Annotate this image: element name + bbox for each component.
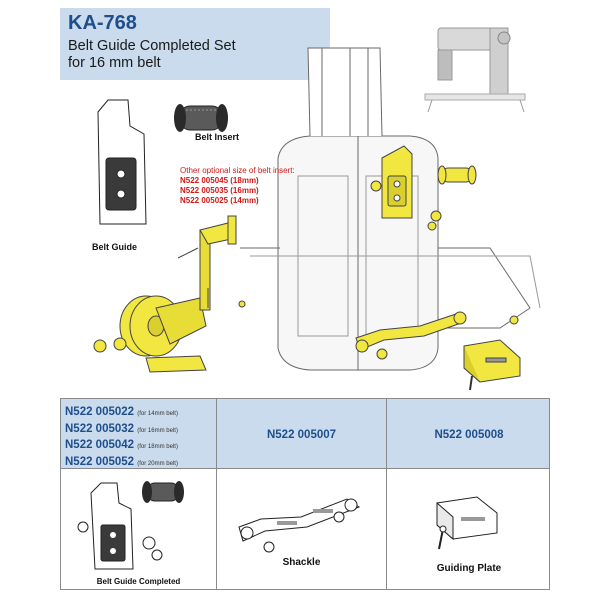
- parts-table: N522 005022 (for 14mm belt) N522 005032 …: [60, 398, 550, 590]
- part-number-row: N522 005052 (for 20mm belt): [65, 455, 178, 472]
- model-number: KA-768: [68, 12, 137, 34]
- guiding-plate-drawing: [436, 496, 498, 550]
- part-note: (for 18mm belt): [137, 444, 178, 450]
- table-column-shackle: N522 005007 Shackle: [217, 399, 387, 589]
- caption-shackle: Shackle: [282, 557, 321, 568]
- belt-insert-drawing: [174, 104, 228, 132]
- subtitle-line-1: Belt Guide Completed Set: [68, 38, 236, 54]
- highlighted-pulley-assembly: [93, 215, 237, 373]
- belt-guide-drawing: [97, 99, 147, 225]
- highlighted-guiding-plate: [463, 339, 521, 391]
- part-number: N522 005042: [65, 439, 135, 451]
- highlighted-belt-insert: [437, 165, 477, 185]
- highlighted-shackle: [355, 311, 467, 360]
- part-number-guiding-plate: N522 005008: [434, 429, 504, 441]
- screws: [238, 221, 519, 325]
- caption-belt-guide-completed: Belt Guide Completed: [96, 577, 181, 586]
- title-subtitle: Belt Guide Completed Set for 16 mm belt: [68, 38, 236, 72]
- part-number: N522 005052: [65, 455, 135, 468]
- part-note: (for 14mm belt): [137, 411, 178, 417]
- part-number-shackle: N522 005007: [266, 429, 337, 441]
- belt-guide-completed-drawing: [77, 481, 184, 570]
- caption-guiding-plate: Guiding Plate: [436, 563, 502, 574]
- label-belt-guide: Belt Guide: [92, 242, 138, 252]
- highlighted-belt-guide: [370, 145, 442, 222]
- title-block: KA-768 Belt Guide Completed Set for 16 m…: [60, 8, 330, 80]
- optional-size-item: N522 005045 (18mm): [180, 176, 259, 185]
- optional-size-item: N522 005025 (14mm): [180, 196, 259, 205]
- label-belt-insert: Belt Insert: [195, 132, 240, 142]
- optional-size-item: N522 005035 (16mm): [180, 186, 259, 195]
- part-number-row: N522 005042 (for 18mm belt): [65, 438, 178, 455]
- part-note: (for 16mm belt): [137, 427, 178, 434]
- machine-photo: [420, 16, 530, 113]
- part-number: N522 005032: [65, 422, 135, 435]
- part-note: (for 20mm belt): [137, 460, 178, 467]
- part-number: N522 005022: [65, 406, 135, 418]
- diagram-svg: [93, 16, 541, 391]
- part-number-row: N522 005022 (for 14mm belt): [65, 405, 178, 422]
- table-header-row: [61, 399, 549, 469]
- table-column-belt-guide: N522 005022 (for 14mm belt) N522 005032 …: [61, 399, 217, 589]
- table-column-guiding-plate: N522 005008 Guiding Plate: [387, 399, 551, 589]
- optional-sizes-title: Other optional size of belt insert:: [180, 166, 295, 175]
- exploded-diagram: Belt Insert Belt Guide Other optional si…: [60, 8, 550, 400]
- part-number-list: N522 005022 (for 14mm belt) N522 005032 …: [65, 405, 178, 471]
- part-number-row: N522 005032 (for 16mm belt): [65, 422, 178, 439]
- optional-sizes-note: Other optional size of belt insert: N522…: [180, 166, 295, 206]
- shackle-drawing: [238, 498, 361, 553]
- subtitle-line-2: for 16 mm belt: [68, 55, 161, 71]
